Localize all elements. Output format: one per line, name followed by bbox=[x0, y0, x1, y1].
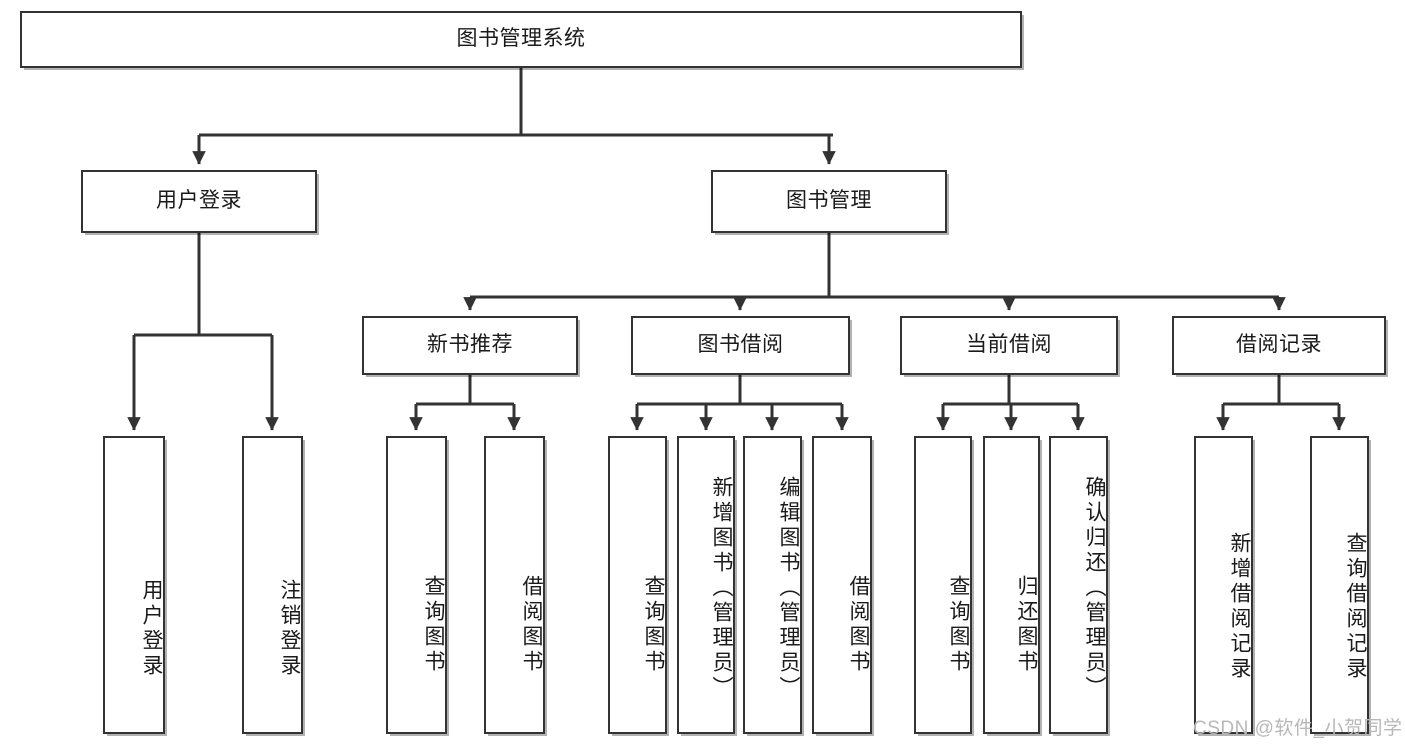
node-leaf-edit-book-label: 编辑图书（管理员） bbox=[777, 475, 800, 701]
node-leaf-add-book[interactable]: 新增图书（管理员） bbox=[677, 436, 735, 734]
node-book-manage[interactable]: 图书管理 bbox=[711, 170, 947, 233]
node-book-borrow[interactable]: 图书借阅 bbox=[631, 316, 850, 375]
node-current-borrow[interactable]: 当前借阅 bbox=[900, 316, 1118, 375]
node-book-borrow-label: 图书借阅 bbox=[697, 333, 784, 357]
node-leaf-query-record-label: 查询借阅记录 bbox=[1344, 532, 1367, 682]
node-new-book-recommend-label: 新书推荐 bbox=[427, 333, 513, 357]
node-leaf-edit-book[interactable]: 编辑图书（管理员） bbox=[743, 436, 802, 734]
node-leaf-logout-label: 注销登录 bbox=[278, 579, 301, 679]
node-root-label: 图书管理系统 bbox=[456, 27, 586, 51]
node-leaf-query-book-1[interactable]: 查询图书 bbox=[386, 436, 447, 734]
node-borrow-record-label: 借阅记录 bbox=[1236, 333, 1322, 357]
node-new-book-recommend[interactable]: 新书推荐 bbox=[362, 316, 578, 375]
node-leaf-user-login[interactable]: 用户登录 bbox=[103, 436, 165, 734]
node-leaf-logout[interactable]: 注销登录 bbox=[242, 436, 303, 734]
node-borrow-record[interactable]: 借阅记录 bbox=[1172, 316, 1386, 375]
node-leaf-user-login-label: 用户登录 bbox=[140, 579, 163, 679]
node-leaf-query-book-3[interactable]: 查询图书 bbox=[914, 436, 972, 734]
node-leaf-borrow-book-1[interactable]: 借阅图书 bbox=[484, 436, 545, 734]
node-current-borrow-label: 当前借阅 bbox=[966, 333, 1052, 357]
csdn-watermark: CSDN @软件_小贺同学 bbox=[1193, 718, 1403, 739]
node-leaf-add-book-label: 新增图书（管理员） bbox=[710, 475, 733, 701]
node-leaf-confirm-return-label: 确认归还（管理员） bbox=[1083, 475, 1106, 701]
node-leaf-query-record[interactable]: 查询借阅记录 bbox=[1310, 436, 1369, 734]
node-user-login[interactable]: 用户登录 bbox=[81, 170, 317, 233]
node-root[interactable]: 图书管理系统 bbox=[20, 11, 1022, 68]
node-leaf-borrow-book-1-label: 借阅图书 bbox=[520, 575, 543, 675]
node-leaf-query-book-2-label: 查询图书 bbox=[642, 575, 665, 675]
node-book-manage-label: 图书管理 bbox=[786, 189, 872, 213]
node-leaf-add-record-label: 新增借阅记录 bbox=[1228, 532, 1251, 682]
node-leaf-query-book-3-label: 查询图书 bbox=[947, 575, 970, 675]
node-leaf-borrow-book-2[interactable]: 借阅图书 bbox=[812, 436, 872, 734]
node-leaf-return-book-label: 归还图书 bbox=[1015, 575, 1038, 675]
node-user-login-label: 用户登录 bbox=[156, 189, 242, 213]
node-leaf-borrow-book-2-label: 借阅图书 bbox=[847, 575, 870, 675]
node-leaf-add-record[interactable]: 新增借阅记录 bbox=[1194, 436, 1253, 734]
node-leaf-query-book-1-label: 查询图书 bbox=[422, 575, 445, 675]
node-leaf-confirm-return[interactable]: 确认归还（管理员） bbox=[1049, 436, 1108, 734]
node-leaf-query-book-2[interactable]: 查询图书 bbox=[608, 436, 667, 734]
node-leaf-return-book[interactable]: 归还图书 bbox=[983, 436, 1040, 734]
